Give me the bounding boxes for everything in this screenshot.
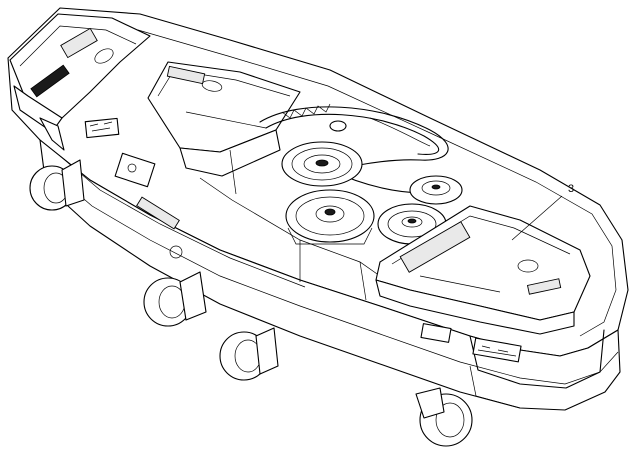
tension-spring: [281, 103, 347, 132]
callout-3: 3: [511, 183, 574, 241]
pulley-left: [281, 141, 363, 187]
deck-baffles: [199, 149, 381, 301]
wheel-left-rear: [29, 159, 85, 211]
wheel-center-front: [219, 327, 279, 381]
left-top-cover: [9, 13, 151, 151]
callout-number: 3: [568, 183, 574, 195]
safety-decals: [84, 117, 522, 363]
wheel-left-front: [143, 271, 207, 327]
left-belt-cover: [147, 61, 301, 177]
pulley-idler: [409, 175, 463, 205]
right-belt-cover: [375, 205, 591, 335]
wheel-right-front: [415, 387, 473, 447]
pulley-center: [285, 189, 375, 245]
